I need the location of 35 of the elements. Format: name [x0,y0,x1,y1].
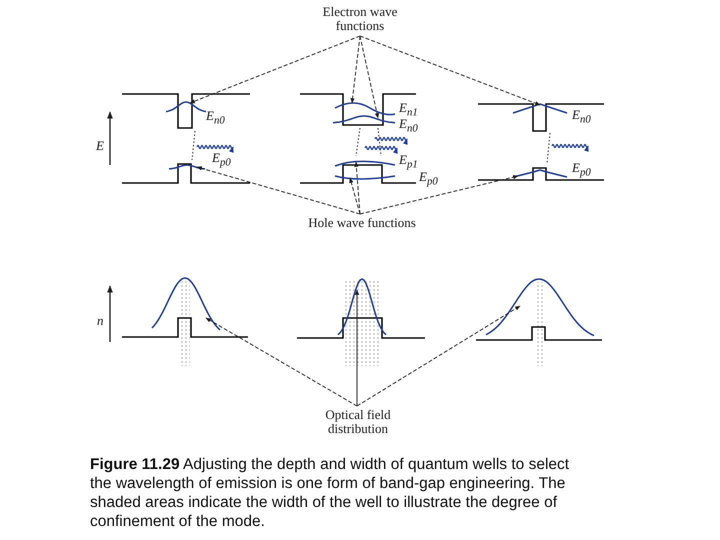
energy-level-label: E$_{n0}$ [399,116,418,135]
wave-function-curve [332,115,396,124]
optical-field-curve [337,278,387,336]
leader-line [206,318,358,406]
caption-label: Optical field distribution [298,408,418,436]
leader-line [360,175,519,214]
axis-label: n [97,313,104,329]
leader-line [360,36,380,119]
leader-line [360,36,540,106]
leader-line [356,306,520,406]
energy-level-label: E$_{p1}$ [399,152,418,171]
leader-line [190,36,360,104]
energy-level-label: E$_{p0}$ [572,160,591,179]
wave-function-curve [334,102,396,116]
leader-line [349,177,360,214]
leader-line [354,161,360,214]
leader-line [196,166,360,214]
leader-line [350,36,360,104]
optical-field-curve [151,277,221,330]
leader-line [354,289,360,406]
optical-field-curve [486,278,594,336]
energy-level-label: E$_{p0}$ [212,150,231,169]
wave-function-curve [334,175,396,180]
energy-level-label: E$_{n0}$ [206,108,225,127]
axis-label: E [96,138,104,154]
wave-function-curve [168,164,206,170]
energy-level-label: E$_{p0}$ [419,169,438,188]
wave-function-curve [166,101,206,112]
energy-level-label: E$_{n1}$ [399,100,418,119]
figure-caption: Figure 11.29 Adjusting the depth and width of quantum wells to select the wavelength of emission is one form of band-gap engineering. The shaded areas indicate the width of the well to illustrate the degree of confinement of the mode. [90,455,570,531]
wave-function-curve [512,103,568,114]
energy-level-label: E$_{n0}$ [572,107,591,126]
wave-function-curve [334,160,396,167]
caption-label: Hole wave functions [296,216,428,230]
caption-label: Electron wave functions [300,5,420,33]
